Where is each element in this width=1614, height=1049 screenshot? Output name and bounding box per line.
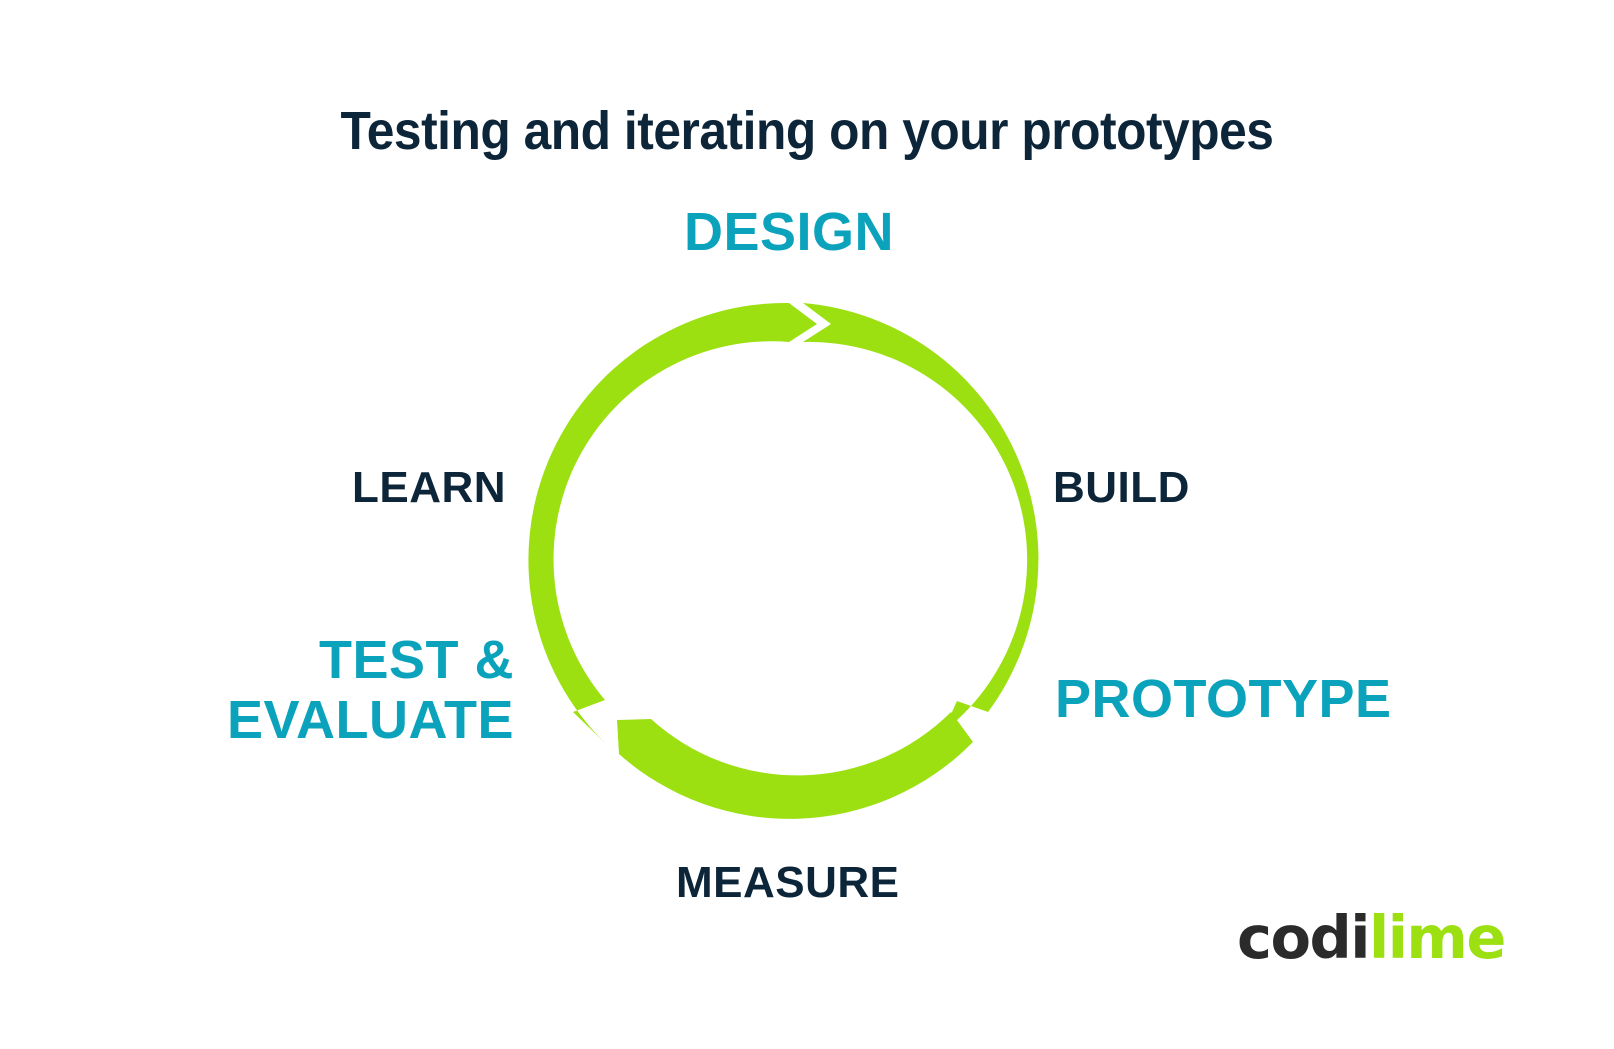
stage-label-test-and-evaluate: TEST & EVALUATE [227, 630, 514, 750]
logo-text-codi: codi [1237, 903, 1370, 972]
stage-label-design: DESIGN [683, 202, 895, 262]
codilime-logo: codilime [1237, 903, 1506, 972]
stage-label-test-line-1: TEST & [318, 630, 514, 690]
cycle-arrow-segment-measure [617, 712, 973, 819]
cycle-diagram-svg [528, 302, 1039, 819]
page-title: Testing and iterating on your prototypes [340, 101, 1274, 162]
stage-label-learn: LEARN [352, 463, 507, 512]
cycle-arrow-segment-build [803, 303, 1039, 732]
stage-label-prototype: PROTOTYPE [1055, 669, 1392, 729]
stage-label-measure: MEASURE [676, 858, 900, 907]
stage-label-test-line-2: EVALUATE [227, 690, 514, 750]
cycle-diagram [511, 282, 1067, 838]
cycle-arrow-segments [528, 302, 1039, 819]
cycle-arrow-segment-learn [528, 302, 817, 743]
logo-text-lime: lime [1368, 903, 1506, 972]
stage-label-build: BUILD [1053, 463, 1190, 512]
